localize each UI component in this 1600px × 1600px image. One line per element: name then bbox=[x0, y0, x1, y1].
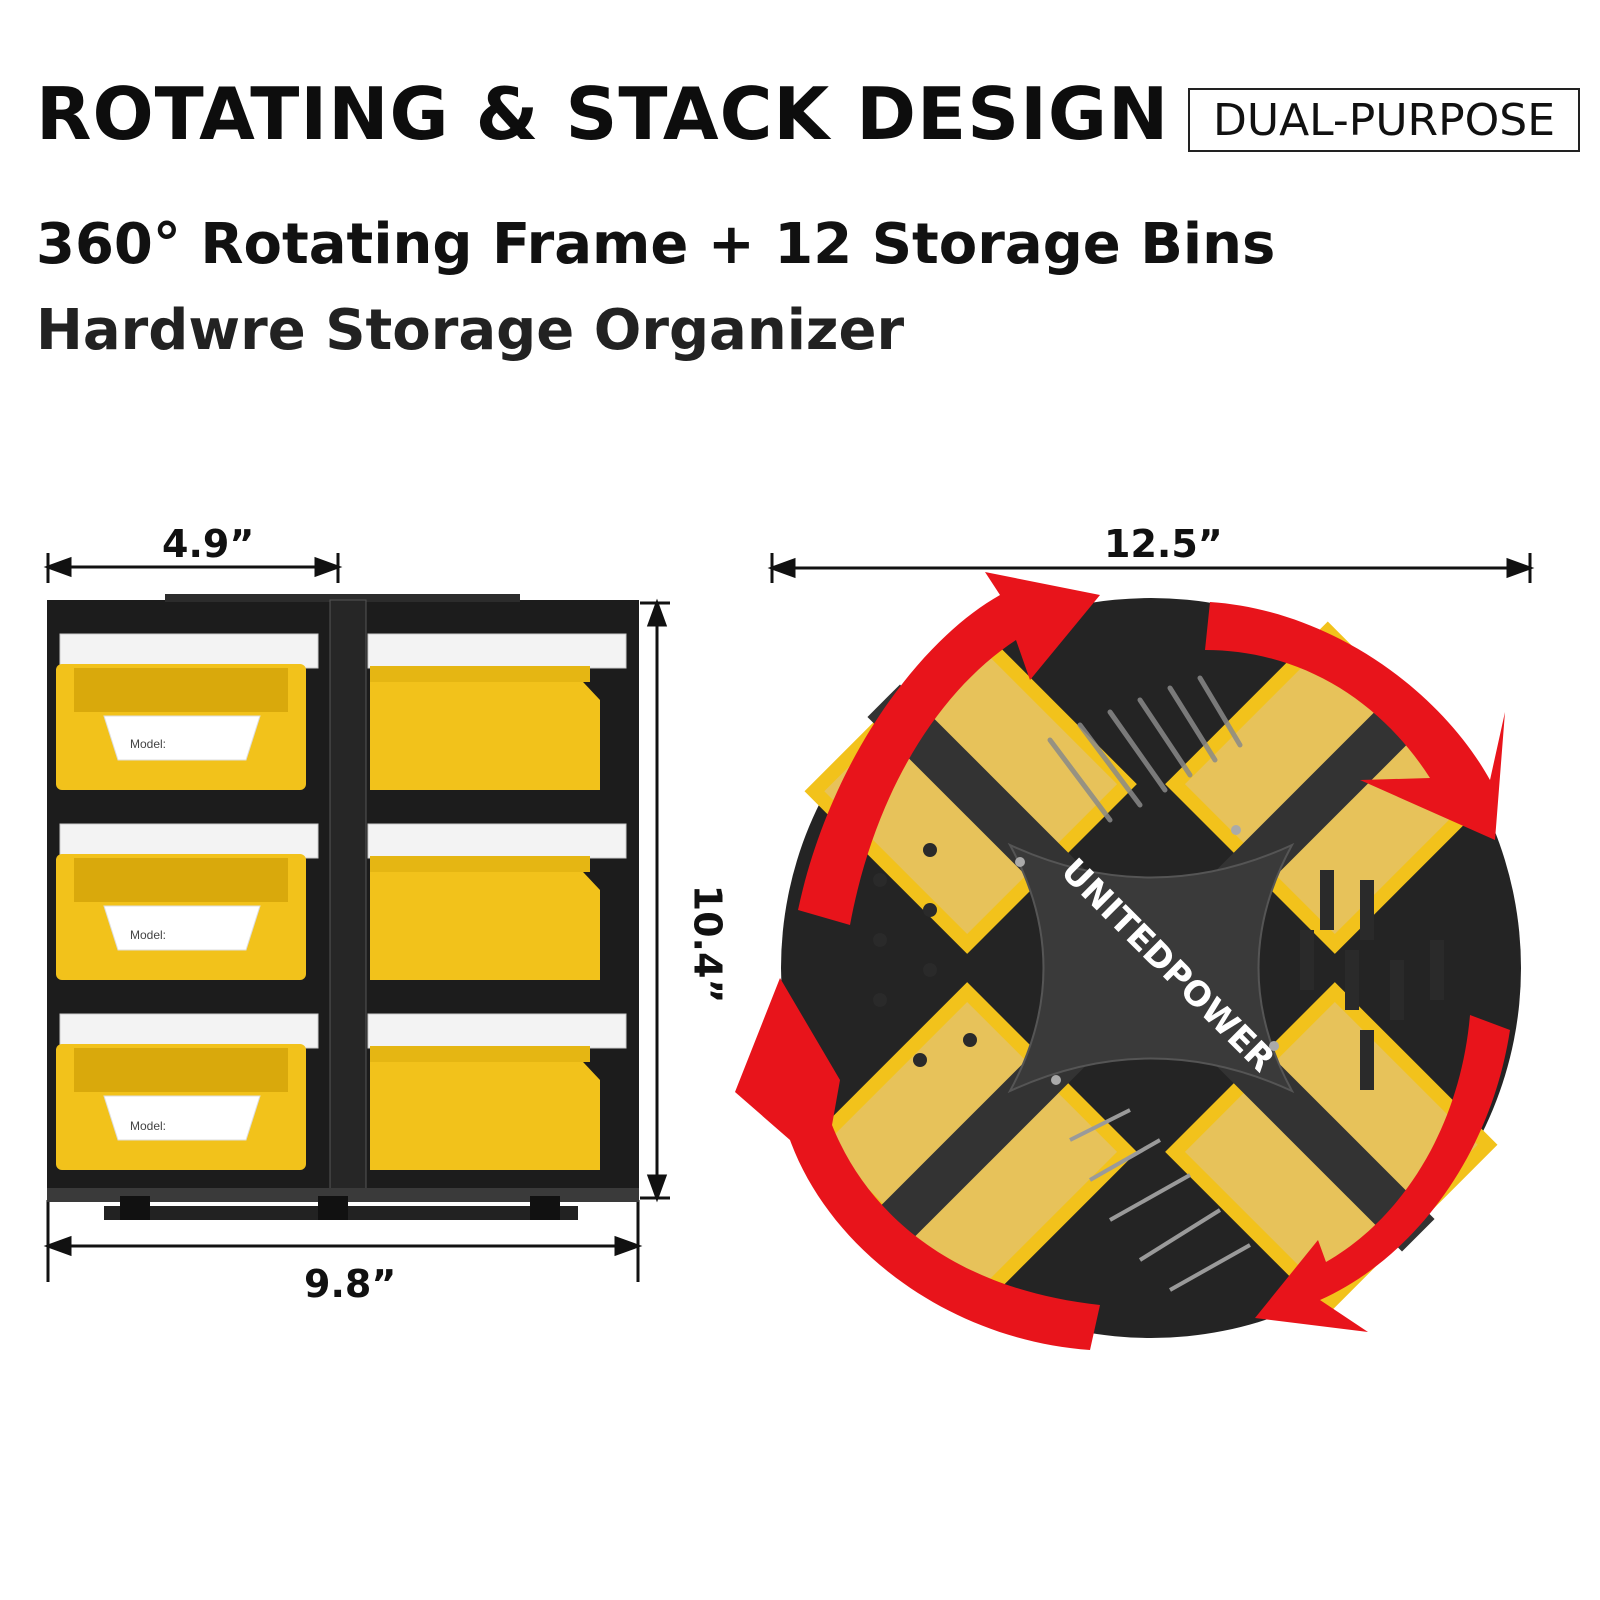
center-divider bbox=[329, 599, 367, 1199]
wood-screws bbox=[1069, 1108, 1251, 1292]
right-bins bbox=[370, 666, 600, 1170]
bin-side-3 bbox=[370, 1046, 600, 1170]
arrow-top-right-icon bbox=[1205, 602, 1505, 840]
bolts bbox=[1300, 870, 1444, 1090]
bin-side-1 bbox=[370, 666, 600, 790]
top-view-illustration bbox=[735, 572, 1521, 1350]
dimension-lines bbox=[43, 553, 1535, 1282]
rotating-diameter-label: 12.5” bbox=[1104, 522, 1223, 566]
bin-label-3: Model: bbox=[130, 1119, 167, 1133]
shelf-rails bbox=[59, 633, 627, 1049]
left-bins bbox=[56, 664, 306, 1170]
subtitle: 360° Rotating Frame + 12 Storage Bins bbox=[36, 212, 1276, 277]
bin-front-1 bbox=[56, 664, 306, 790]
headline: ROTATING & STACK DESIGN bbox=[36, 72, 1170, 156]
subtitle-secondary: Hardwre Storage Organizer bbox=[36, 298, 905, 363]
frame-width-label: 9.8” bbox=[304, 1262, 397, 1306]
arrow-bottom-left-icon bbox=[735, 978, 1100, 1350]
screws bbox=[873, 843, 977, 1067]
bin-label-1: Model: bbox=[130, 737, 167, 751]
bin-front-3 bbox=[56, 1044, 306, 1170]
arrow-top-left-icon bbox=[798, 572, 1100, 925]
central-hub bbox=[1007, 842, 1295, 1094]
bin-front-2 bbox=[56, 854, 306, 980]
base-plate bbox=[47, 1188, 639, 1202]
bin-label-2: Model: bbox=[130, 928, 167, 942]
dual-purpose-badge: DUAL-PURPOSE bbox=[1188, 88, 1580, 152]
rotation-arrows bbox=[735, 572, 1510, 1350]
bin-width-label: 4.9” bbox=[162, 522, 255, 566]
bin-side-2 bbox=[370, 856, 600, 980]
arrow-bottom-right-icon bbox=[1255, 1015, 1510, 1332]
drill-bits bbox=[1047, 675, 1243, 823]
